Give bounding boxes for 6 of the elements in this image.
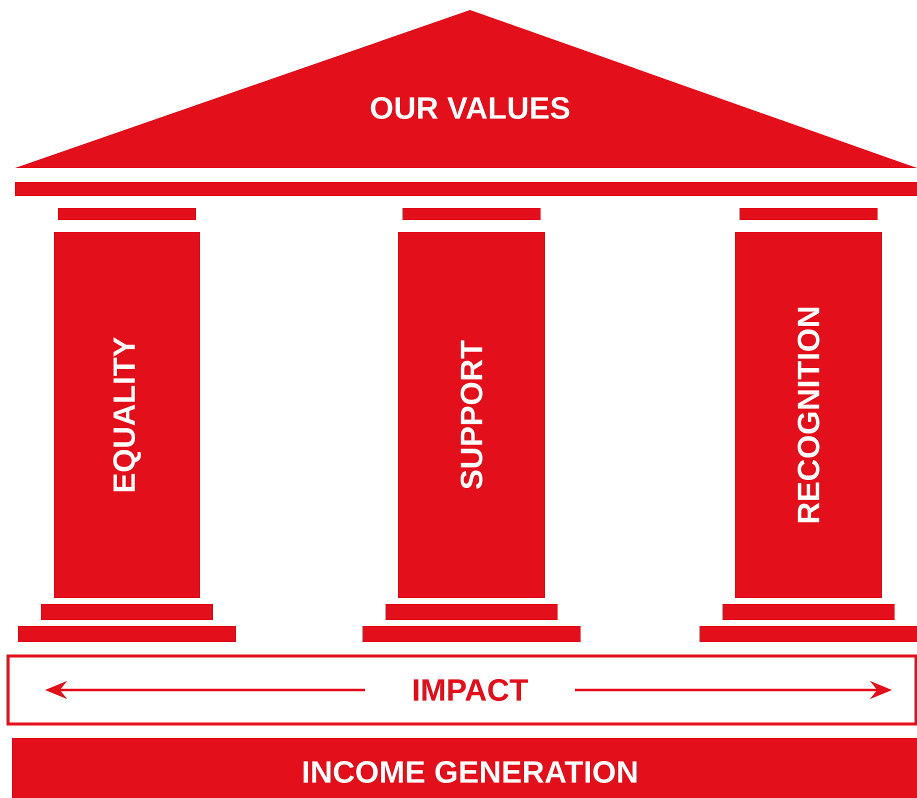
foundation-bar: INCOME GENERATION bbox=[12, 738, 917, 798]
impact-band: IMPACT bbox=[6, 654, 917, 726]
pillar: RECOGNITION bbox=[700, 208, 917, 642]
pillar: EQUALITY bbox=[18, 208, 236, 642]
pillar: SUPPORT bbox=[362, 208, 580, 642]
roof: OUR VALUES bbox=[15, 10, 917, 196]
